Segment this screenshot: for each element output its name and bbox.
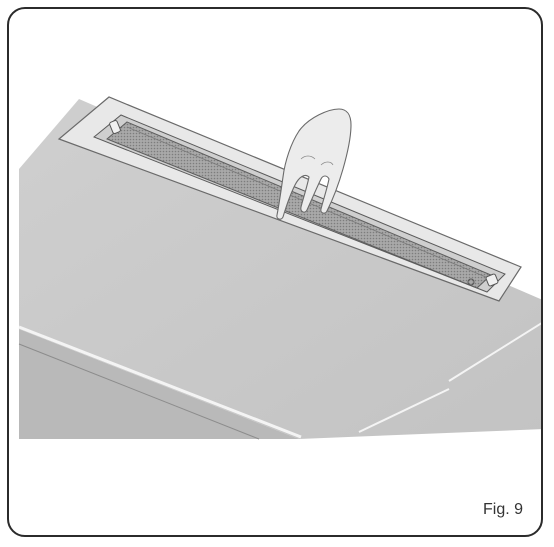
hob-right-edge — [358, 388, 450, 433]
hob-front-face — [19, 329, 299, 439]
figure-frame: Fig. 9 — [7, 7, 543, 537]
hob-surface — [19, 99, 541, 439]
slot-clip-right — [485, 273, 499, 287]
hob-front-edge — [18, 325, 302, 439]
slot-clip-left — [109, 120, 121, 134]
pointing-hand-icon — [276, 108, 352, 220]
figure-caption: Fig. 9 — [482, 501, 523, 518]
extractor-filter-illustration — [18, 96, 541, 440]
